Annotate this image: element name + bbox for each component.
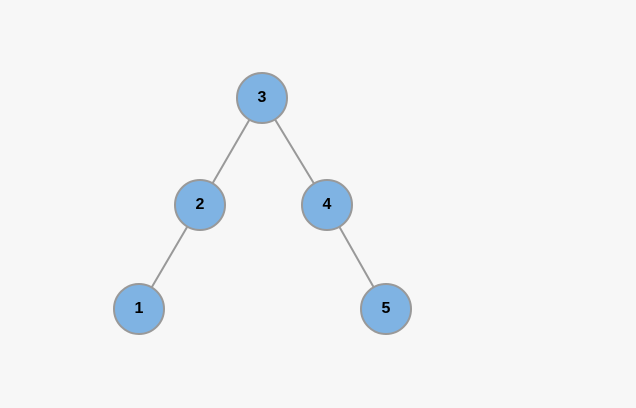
graph-node[interactable]: 5 [360, 283, 412, 335]
graph-node[interactable]: 2 [174, 179, 226, 231]
graph-node-label: 3 [257, 89, 267, 106]
graph-node[interactable]: 4 [301, 179, 353, 231]
graph-node[interactable]: 3 [236, 72, 288, 124]
graph-node-label: 1 [134, 300, 144, 317]
graph-node-label: 5 [381, 300, 391, 317]
graph-node[interactable]: 1 [113, 283, 165, 335]
graph-node-label: 2 [195, 196, 205, 213]
graph-node-label: 4 [322, 196, 332, 213]
